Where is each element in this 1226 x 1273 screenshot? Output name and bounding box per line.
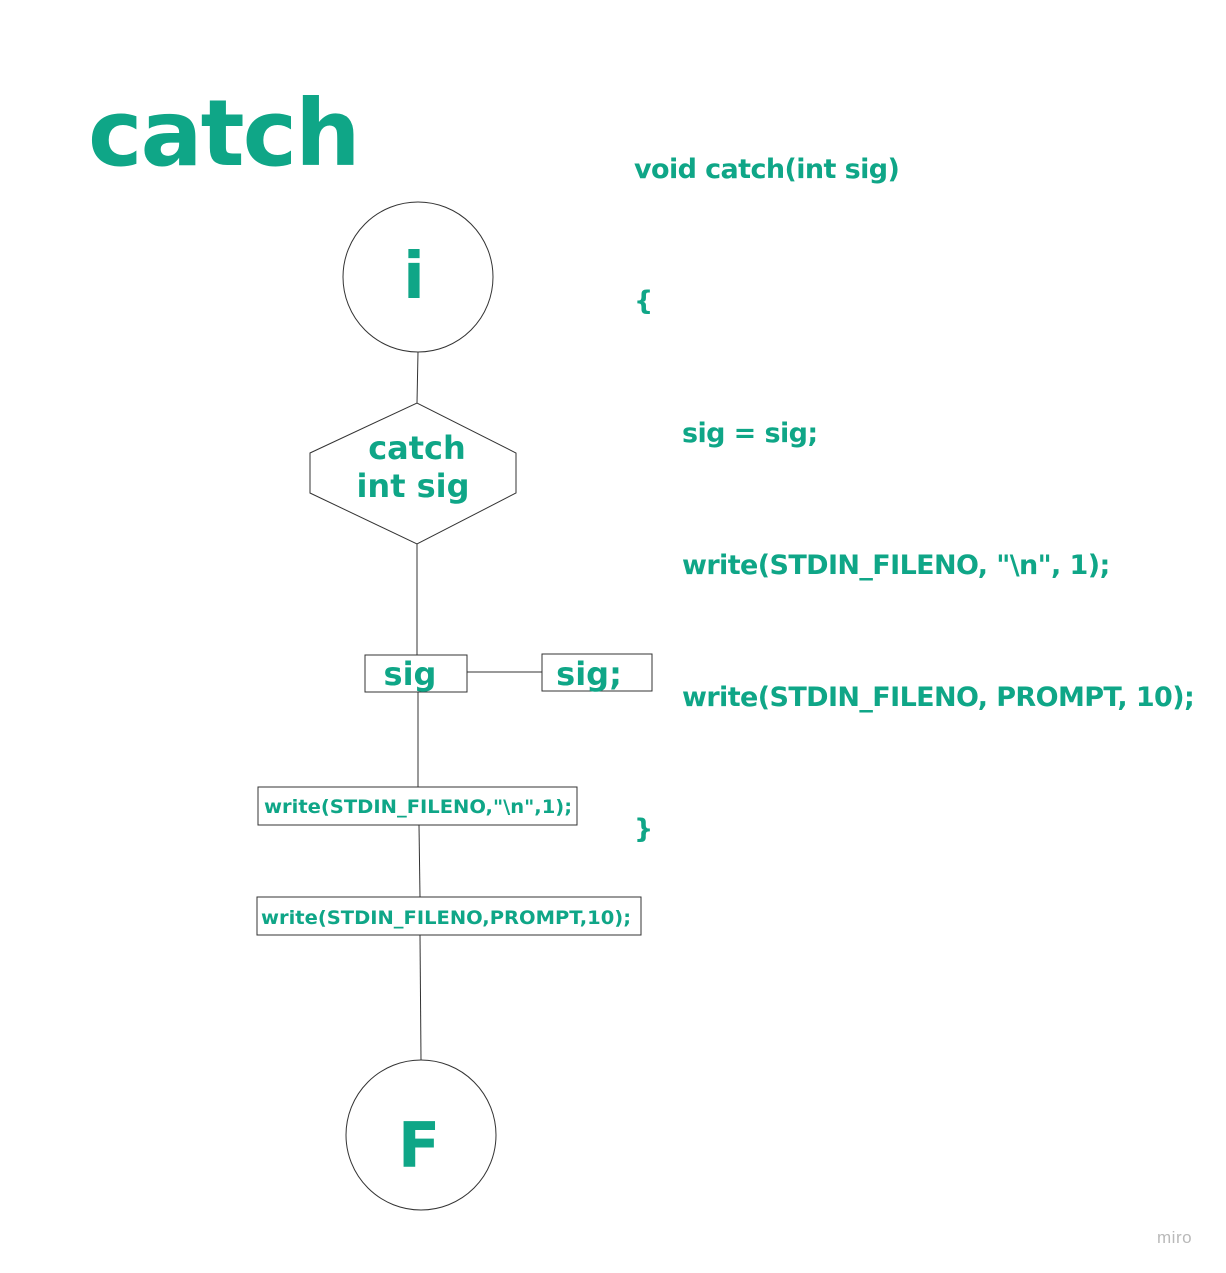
- start-node-label: i: [403, 240, 425, 314]
- assign-value-box: [541, 653, 653, 692]
- code-close-brace: }: [634, 814, 653, 845]
- assign-value-label: sig;: [556, 655, 622, 693]
- connector-write-newline-to-write-prompt: [418, 824, 421, 898]
- start-node: [342, 201, 494, 353]
- write-prompt-box: [256, 896, 642, 936]
- code-open-brace: {: [634, 286, 653, 317]
- function-node: [309, 402, 517, 545]
- write-newline-box: [257, 786, 578, 826]
- function-node-name: catch: [368, 429, 466, 467]
- connector-write-prompt-to-end: [419, 934, 422, 1061]
- code-listing: void catch(int sig) { sig = sig; write(S…: [634, 60, 1195, 896]
- code-line-write-prompt: write(STDIN_FILENO, PROMPT, 10);: [682, 682, 1195, 713]
- write-newline-label: write(STDIN_FILENO,"\n",1);: [264, 796, 572, 818]
- write-prompt-label: write(STDIN_FILENO,PROMPT,10);: [261, 907, 631, 929]
- connector-start-to-function: [416, 351, 419, 404]
- code-line-assign: sig = sig;: [682, 418, 818, 449]
- end-node-label: F: [398, 1109, 440, 1182]
- diagram-title: catch: [88, 80, 359, 187]
- assign-var-label: sig: [384, 655, 437, 693]
- code-line-write-newline: write(STDIN_FILENO, "\n", 1);: [682, 550, 1110, 581]
- function-node-param: int sig: [356, 467, 469, 505]
- end-node: [345, 1059, 497, 1211]
- code-signature: void catch(int sig): [634, 154, 900, 185]
- miro-watermark: miro: [1157, 1228, 1193, 1247]
- assign-var-box: [364, 654, 468, 693]
